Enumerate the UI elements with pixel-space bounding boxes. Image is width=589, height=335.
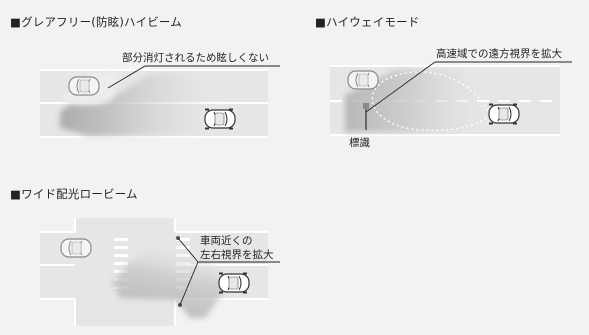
wide-low-beam-scene	[40, 218, 280, 326]
oncoming-car	[60, 238, 92, 258]
glare-free-callout: 部分消灯されるため眩しくない	[122, 52, 269, 64]
wide-low-callout-line1: 車両近くの	[200, 235, 253, 247]
wide-low-beam-title: ■ワイド配光ロービーム	[10, 187, 138, 201]
highway-mode-title: ■ハイウェイモード	[315, 15, 420, 29]
wide-beam	[112, 236, 225, 318]
glare-free-scene	[40, 65, 280, 138]
own-car	[218, 271, 250, 295]
own-car	[204, 107, 236, 131]
highway-callout: 高速域での遠方視界を拡大	[436, 48, 562, 60]
glare-free-title: ■グレアフリー(防眩)ハイビーム	[10, 15, 182, 29]
oncoming-car	[347, 70, 379, 90]
beam-extension-outline	[371, 71, 491, 132]
oncoming-car	[68, 76, 100, 96]
wide-low-callout-line2: 左右視界を拡大	[200, 249, 274, 261]
road-sign-label: 標識	[349, 137, 370, 149]
own-car	[488, 102, 520, 126]
high-beam	[60, 72, 225, 136]
highway-mode-scene	[330, 61, 572, 136]
